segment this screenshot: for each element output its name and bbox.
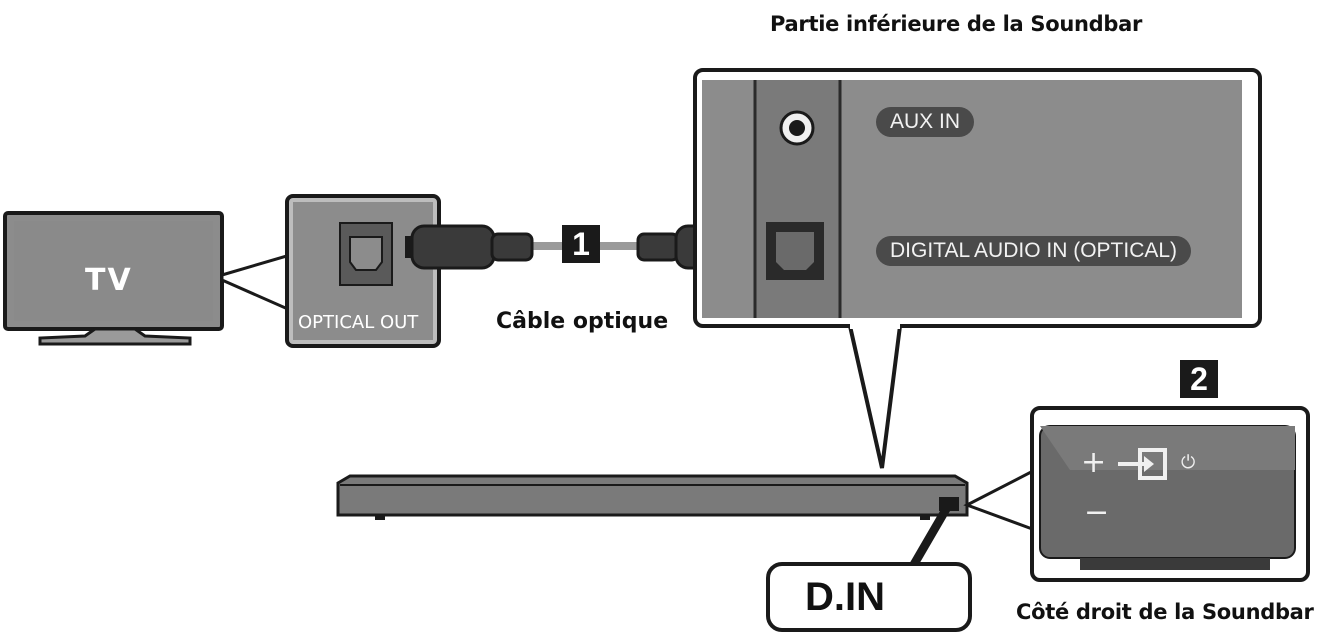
optical-out-panel xyxy=(285,194,441,348)
bottom-view-caption: Partie inférieure de la Soundbar xyxy=(770,12,1143,36)
display-callout xyxy=(766,562,972,632)
tv-illustration xyxy=(3,211,224,346)
cable-caption: Câble optique xyxy=(496,309,669,334)
volume-up-icon: + xyxy=(1081,445,1107,480)
soundbar-bottom-panel xyxy=(693,68,1262,328)
soundbar-body xyxy=(336,474,969,520)
display-din: D.IN xyxy=(805,575,885,619)
power-icon: ⏻ xyxy=(1181,452,1196,473)
step-1-badge: 1 xyxy=(562,225,600,263)
soundbar-right-panel xyxy=(1030,406,1310,582)
tv-label: TV xyxy=(85,263,133,298)
step-2-badge: 2 xyxy=(1180,360,1218,398)
tv-callout xyxy=(220,252,292,313)
right-side-caption: Côté droit de la Soundbar xyxy=(1016,600,1314,624)
source-icon xyxy=(1118,448,1167,480)
volume-down-icon: − xyxy=(1084,495,1110,530)
digital-audio-in-tag: DIGITAL AUDIO IN (OPTICAL) xyxy=(876,236,1192,266)
optical-out-label: OPTICAL OUT xyxy=(298,312,419,333)
aux-in-tag: AUX IN xyxy=(876,107,975,137)
